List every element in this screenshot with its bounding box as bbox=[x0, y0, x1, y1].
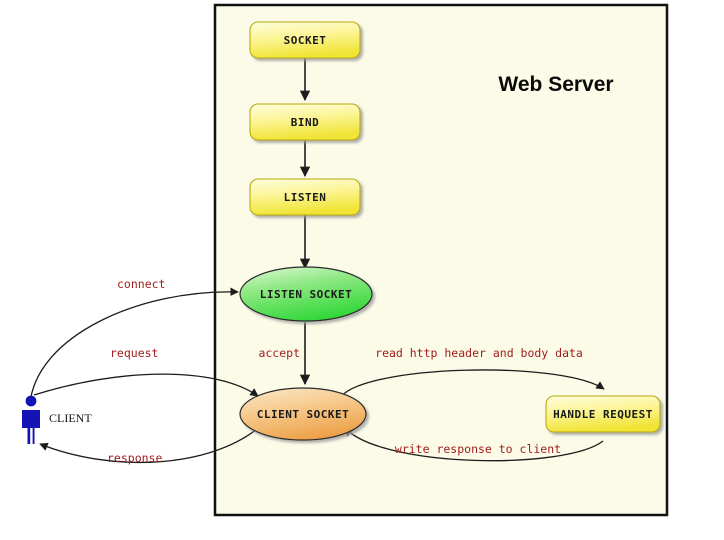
edge-response: response bbox=[39, 424, 263, 465]
edge-label-write-response: write response to client bbox=[395, 442, 561, 456]
edge-write-response: write response to client bbox=[344, 427, 604, 462]
edge-connect: connect bbox=[29, 277, 239, 405]
node-label-socket: SOCKET bbox=[284, 34, 327, 47]
node-label-handle-request: HANDLE REQUEST bbox=[553, 408, 653, 421]
edge-request: request bbox=[33, 346, 259, 397]
edge-read-http: read http header and body data bbox=[339, 346, 605, 399]
node-client-socket[interactable] bbox=[239, 387, 367, 441]
node-label-bind: BIND bbox=[291, 116, 320, 129]
page-title: Web Server bbox=[498, 73, 613, 96]
node-label-client-socket: CLIENT SOCKET bbox=[257, 408, 350, 421]
edge-label-request: request bbox=[110, 346, 158, 360]
edge-label-accept: accept bbox=[258, 346, 300, 360]
edge-label-connect: connect bbox=[117, 277, 165, 291]
node-listen-socket[interactable] bbox=[239, 266, 373, 322]
node-socket[interactable] bbox=[249, 21, 361, 59]
client-figure-body bbox=[22, 410, 40, 444]
edge-label-read-http: read http header and body data bbox=[375, 346, 583, 360]
client-actor-label: CLIENT bbox=[49, 411, 92, 425]
node-label-listen-socket: LISTEN SOCKET bbox=[260, 288, 353, 301]
client-figure-head bbox=[25, 395, 37, 407]
edge-accept: accept bbox=[258, 322, 311, 386]
client-figure-leg-gap bbox=[30, 428, 33, 444]
node-listen[interactable] bbox=[249, 178, 361, 216]
edge-label-response: response bbox=[107, 451, 162, 465]
node-handle-request[interactable] bbox=[545, 395, 661, 433]
client-actor[interactable] bbox=[22, 395, 40, 444]
node-label-listen: LISTEN bbox=[284, 191, 327, 204]
node-bind[interactable] bbox=[249, 103, 361, 141]
